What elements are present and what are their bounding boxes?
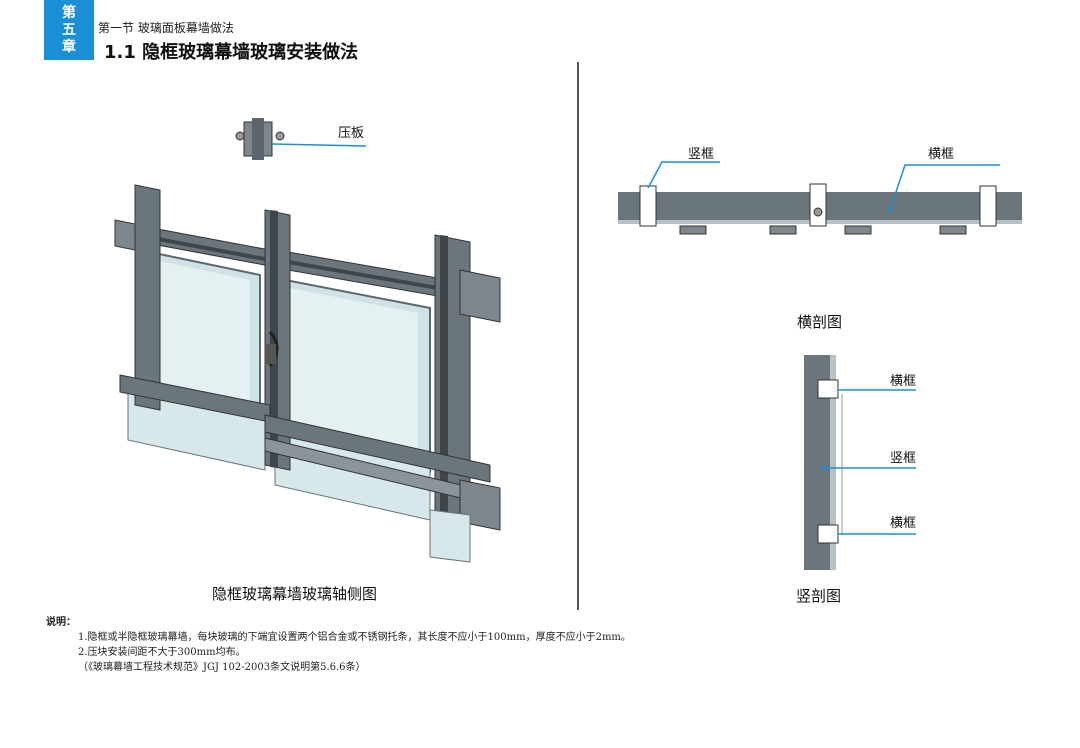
axonometric-caption: 隐框玻璃幕墙玻璃轴侧图 [212,585,378,603]
pressure-plate-label: 压板 [338,126,364,141]
chapter-tab-char-2: 五 [62,21,76,38]
chapter-tab-char-3: 章 [62,38,76,55]
vertical-section-caption: 竖剖图 [796,587,842,605]
vertical-frame-label: 竖框 [688,147,714,162]
chapter-tab-char-1: 第 [62,4,76,21]
pressure-plate-detail [235,118,367,160]
vsection-middle-label: 竖框 [890,451,916,466]
axonometric-view: 压板 [114,118,501,563]
notes-line-1: 1.隐框或半隐框玻璃幕墙，每块玻璃的下端宜设置两个铝合金或不锈钢托条，其长度不应… [78,632,631,643]
vertical-divider [577,62,579,610]
horizontal-section-caption: 横剖图 [797,313,843,331]
section-title: 1.1 隐框玻璃幕墙玻璃安装做法 [104,42,359,63]
notes-line-3: （《玻璃幕墙工程技术规范》JGJ 102-2003条文说明第5.6.6条） [78,662,366,673]
chapter-tab: 第 五 章 [44,0,94,60]
notes-head: 说明： [46,617,76,628]
vsection-top-label: 横框 [890,374,916,389]
horizontal-section-view: 竖框 横框 [618,147,1022,235]
section-subtitle: 第一节 玻璃面板幕墙做法 [98,21,234,35]
horizontal-frame-label: 横框 [928,147,954,162]
vertical-section-view: 横框 竖框 横框 [804,355,916,570]
notes: 说明： 1.隐框或半隐框玻璃幕墙，每块玻璃的下端宜设置两个铝合金或不锈钢托条，其… [46,615,631,675]
vsection-bottom-label: 横框 [890,516,916,531]
notes-line-2: 2.压块安装间距不大于300mm均布。 [78,647,246,658]
